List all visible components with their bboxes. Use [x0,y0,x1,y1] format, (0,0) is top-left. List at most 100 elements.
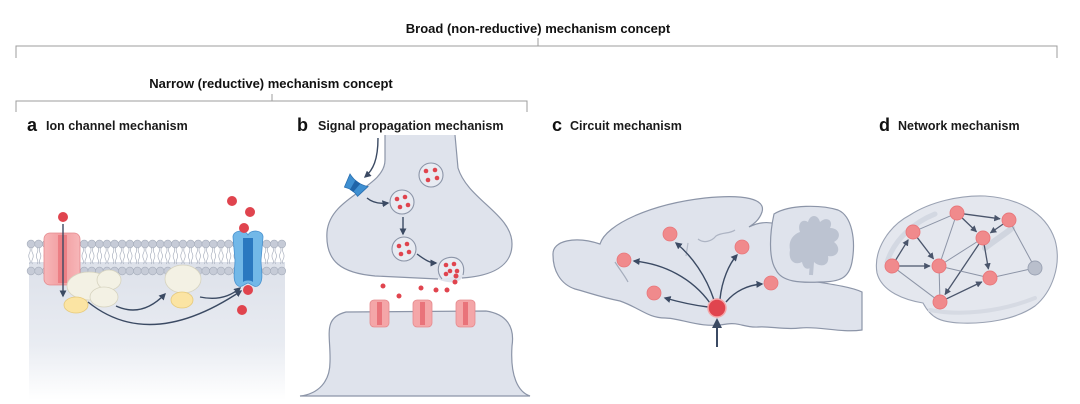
vesicle-recruit-arrow [366,197,390,208]
circuit-target-node [616,252,632,268]
network-directed-edge [895,239,909,261]
circuit-target-node [763,275,779,291]
ion-particle [237,305,247,315]
lipid-head [270,239,279,249]
lipid-head [156,239,165,249]
narrow-bracket-line [15,100,528,112]
panel-letter-a: a [27,115,38,135]
presynaptic-membrane-left [326,135,439,280]
network-node-active [931,258,947,274]
network-node-active [1001,212,1017,228]
network-edge [944,241,978,263]
lipid-head [87,239,97,249]
brain-fold [928,296,1037,315]
projection-arrow [632,258,711,304]
postsynaptic-receptor-icon [369,299,390,328]
panel-letter-b: b [297,115,308,135]
network-node-active [905,224,921,240]
lipid-head [224,239,233,249]
panel-c-circuit-illustration [552,196,863,347]
lipid-head [262,266,271,276]
panel-title-a: Ion channel mechanism [46,119,188,133]
panel-a-heading: a Ion channel mechanism [27,115,188,135]
lipid-head [209,239,218,249]
panel-letter-c: c [552,115,562,135]
ion-particle [245,207,255,217]
panel-d-heading: d Network mechanism [879,115,1020,135]
lipid-head [209,266,218,276]
network-edge [940,219,956,260]
postsynaptic-receptor-icon [412,299,433,328]
network-edge [1011,225,1033,263]
hippocampus-contour [697,229,736,243]
fusing-vesicle [437,256,465,280]
panel-title-d: Network mechanism [898,119,1020,133]
circuit-hub-node [707,298,727,318]
lipid-head [163,239,173,249]
network-edge [996,269,1029,277]
lipid-head [262,239,271,249]
cortical-contour [685,242,689,257]
synaptic-vesicle [389,189,415,215]
lipid-head [117,239,127,249]
signal-arrow-2 [199,287,242,300]
panel-b-heading: b Signal propagation mechanism [297,115,503,135]
circuit-target-node [646,285,662,301]
presynaptic-receptor-icon [343,173,369,197]
lipid-head [148,266,157,276]
synaptic-vesicle [418,162,444,188]
network-edges [895,213,1033,300]
broad-concept-bracket: Broad (non-reductive) mechanism concept [15,21,1058,58]
network-node-inactive [1027,260,1043,276]
lipid-head [171,239,180,249]
lipid-head [95,239,104,249]
network-edge [938,272,941,296]
network-edge [945,267,984,277]
lipid-head [224,266,233,276]
lipid-head [133,266,142,276]
lipid-head [125,239,135,249]
signal-arrow-1 [115,292,166,311]
lipid-head [277,239,286,249]
synaptic-vesicle [391,236,417,262]
vesicle-fusion-arrow [416,253,438,267]
lipid-head [34,239,43,249]
postsynaptic-receptor-icon [455,299,476,328]
released-neurotransmitter [380,273,459,299]
lipid-head [156,266,165,276]
lipid-head [201,239,211,249]
lipid-head [140,239,150,249]
network-directed-edge [946,281,983,300]
projection-arrow [725,280,764,303]
panel-d-network-illustration [875,195,1058,324]
network-edge [919,215,951,230]
narrow-concept-label: Narrow (reductive) mechanism concept [149,76,393,91]
projection-arrow [719,253,738,300]
ion-particle [239,223,249,233]
presynaptic-membrane-right [454,134,513,279]
lipid-head [194,239,203,249]
lipid-head [26,239,36,249]
lipid-head [201,266,211,276]
network-directed-edge [963,213,1001,222]
network-node-active [932,294,948,310]
lipid-head [125,266,135,276]
network-directed-edge [983,244,991,270]
protein-complex-1 [63,269,122,314]
network-directed-edge [961,217,977,233]
lipid-head [216,266,226,276]
lipid-head [148,239,157,249]
presynaptic-terminal [326,135,512,283]
brain-fold [982,225,1015,251]
network-edge [897,269,935,299]
lipid-head [270,266,279,276]
network-nodes [884,205,1043,310]
ion-particle [58,212,68,222]
network-node-active [949,205,965,221]
lipid-head [110,239,119,249]
lipid-head [79,239,89,249]
lipid-head [277,266,286,276]
network-node-active [982,270,998,286]
network-directed-edge [944,243,980,296]
cerebellum [769,205,855,283]
